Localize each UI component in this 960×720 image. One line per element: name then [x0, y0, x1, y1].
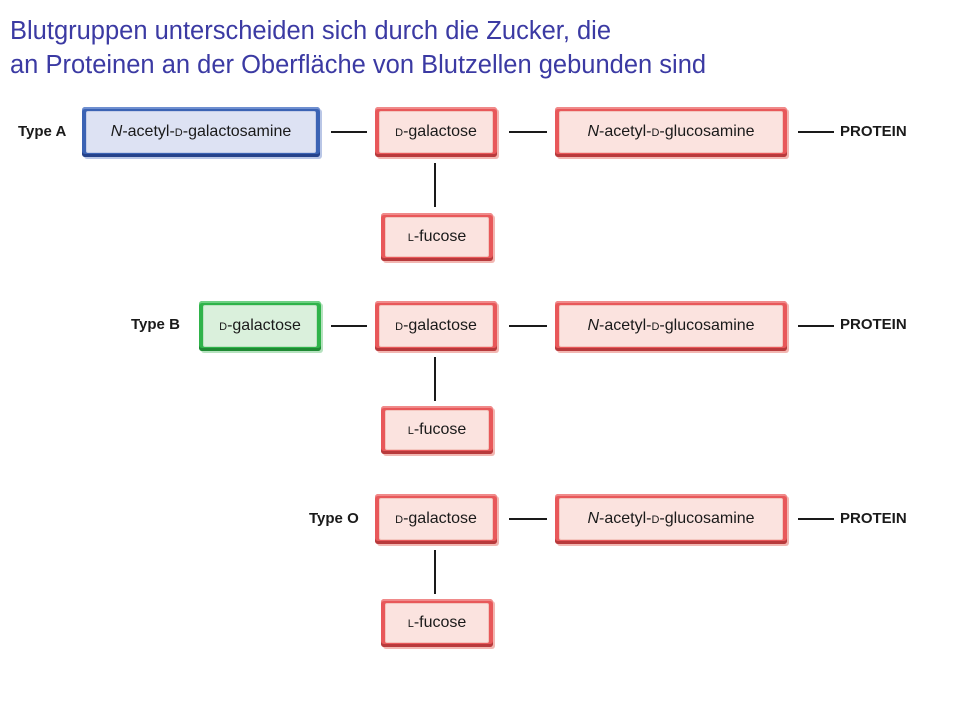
type-b-label: Type B	[131, 316, 180, 333]
bond-line	[331, 325, 367, 327]
title-line-1: Blutgruppen unterscheiden sich durch die…	[10, 17, 612, 45]
type-b-n-acetyl-d-glucosamine: N-acetyl-D-glucosamine	[555, 301, 787, 351]
bond-line-vertical	[434, 357, 436, 401]
type-a-d-galactose: D-galactose	[375, 107, 497, 157]
bond-line	[331, 131, 367, 133]
bond-line	[509, 518, 547, 520]
type-o-d-galactose: D-galactose	[375, 494, 497, 544]
type-o-label: Type O	[309, 510, 359, 527]
type-b-d-galactose: D-galactose	[375, 301, 497, 351]
type-b-terminal-sugar: D-galactose	[199, 301, 321, 351]
bond-line	[509, 325, 547, 327]
type-o-l-fucose: L-fucose	[381, 599, 493, 647]
type-o-n-acetyl-d-glucosamine: N-acetyl-D-glucosamine	[555, 494, 787, 544]
title-line-2: an Proteinen an der Oberfläche von Blutz…	[10, 51, 707, 79]
type-b-protein-label: PROTEIN	[840, 316, 907, 333]
bond-line	[798, 131, 834, 133]
bond-line	[509, 131, 547, 133]
bond-line-vertical	[434, 163, 436, 207]
bond-line-vertical	[434, 550, 436, 594]
type-a-n-acetyl-d-glucosamine: N-acetyl-D-glucosamine	[555, 107, 787, 157]
type-a-l-fucose: L-fucose	[381, 213, 493, 261]
bond-line	[798, 518, 834, 520]
bond-line	[798, 325, 834, 327]
page-title: Blutgruppen unterscheiden sich durch die…	[10, 14, 950, 82]
type-b-l-fucose: L-fucose	[381, 406, 493, 454]
type-a-protein-label: PROTEIN	[840, 123, 907, 140]
type-o-protein-label: PROTEIN	[840, 510, 907, 527]
type-a-label: Type A	[18, 123, 67, 140]
type-a-terminal-sugar: N-acetyl-D-galactosamine	[82, 107, 320, 157]
